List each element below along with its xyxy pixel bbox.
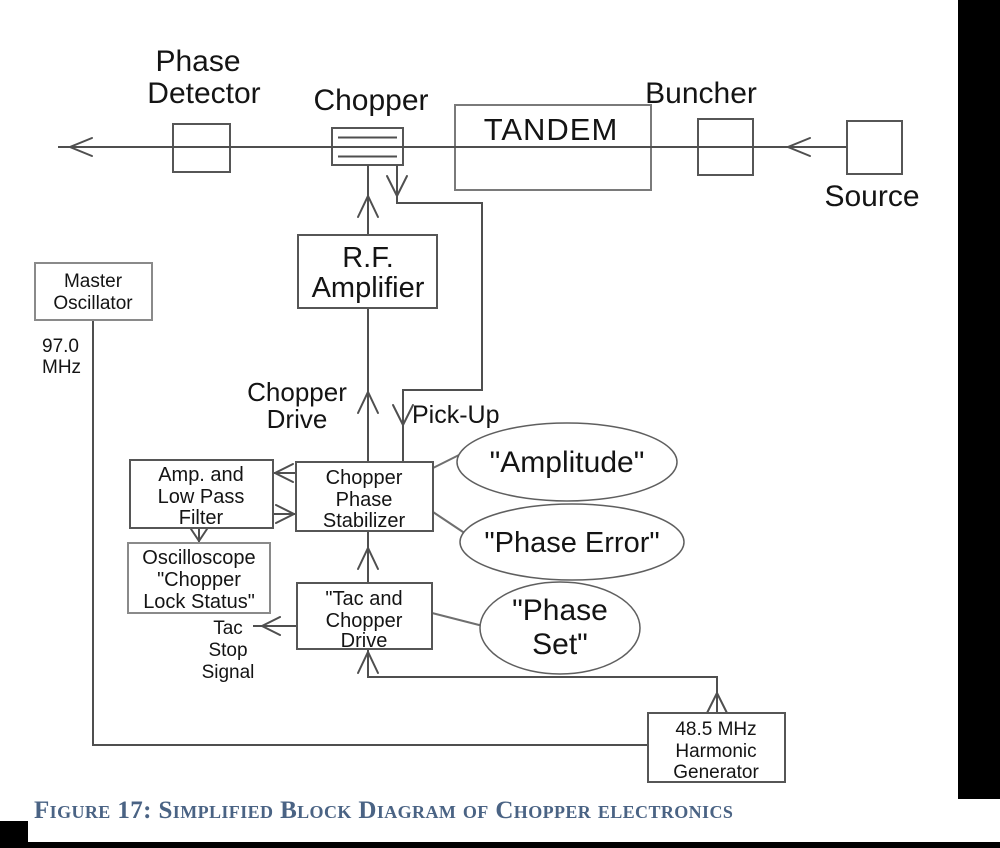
phase-error-ellipse: "Phase Error" <box>459 503 685 581</box>
master-oscillator-label: Oscillator <box>53 293 133 314</box>
chopper-drive-label: Chopper <box>247 377 347 407</box>
phase-error-label: "Phase Error" <box>484 527 659 559</box>
arrowhead-left <box>259 616 281 636</box>
source-label: Source <box>824 180 919 213</box>
oscilloscope-block: Oscilloscope "Chopper Lock Status" <box>127 542 271 614</box>
chopper-phase-stabilizer-label: Stabilizer <box>323 510 406 532</box>
arrowhead-left <box>67 137 93 157</box>
phase-set-ellipse: "Phase Set" <box>479 581 641 675</box>
harmonic-generator-feed <box>357 649 728 714</box>
phase-detector-label: Detector <box>147 77 260 110</box>
amp-low-pass-filter-label: Amp. and <box>158 464 244 486</box>
arrowhead-left <box>272 463 294 483</box>
amplitude-ellipse-shape <box>456 422 678 502</box>
master-frequency-label: 97.0 <box>42 336 79 357</box>
arrowhead-up <box>357 193 379 218</box>
phase-error-ellipse-shape <box>459 503 685 581</box>
tac-stabilizer-link <box>357 531 379 583</box>
tac-and-chopper-drive-box <box>296 582 433 650</box>
source-block <box>846 120 903 175</box>
beamline-labels: Phase Detector Chopper TANDEM Buncher So… <box>147 45 919 213</box>
bottom-black-bar <box>0 842 1000 848</box>
oscilloscope-label: Lock Status" <box>143 591 255 613</box>
harmonic-generator-label: Generator <box>673 762 759 783</box>
pick-up-label: Pick-Up <box>412 401 500 429</box>
filter-oscilloscope-link <box>188 525 210 543</box>
master-oscillator-block: Master Oscillator <box>34 262 153 321</box>
tac-and-chopper-drive-block: "Tac and Chopper Drive <box>296 582 433 652</box>
amp-low-pass-filter-box <box>129 459 274 529</box>
amplitude-ellipse: "Amplitude" <box>456 422 678 502</box>
signal-annotations: 97.0 MHz Chopper Drive Pick-Up Tac Stop … <box>42 336 500 683</box>
arrowhead-down <box>392 404 414 428</box>
right-black-bar <box>958 0 1000 799</box>
amp-low-pass-filter-block: Amp. and Low Pass Filter <box>129 459 274 529</box>
master-frequency-label: MHz <box>42 357 81 378</box>
tac-stop-link <box>253 616 297 636</box>
harmonic-generator-block: 48.5 MHz Harmonic Generator <box>647 712 786 783</box>
pick-up-path <box>386 165 483 462</box>
rf-amplifier-box <box>297 234 438 309</box>
arrowhead-down <box>386 175 408 199</box>
beam-line <box>58 137 847 157</box>
arrowhead-up <box>706 690 728 714</box>
stabilizer-filter-links <box>272 463 297 524</box>
amplitude-label: "Amplitude" <box>490 446 645 479</box>
rf-amplifier-label: Amplifier <box>312 272 425 304</box>
oscilloscope-box <box>127 542 271 614</box>
oscilloscope-label: "Chopper <box>157 569 241 591</box>
oscilloscope-label: Oscilloscope <box>142 547 255 569</box>
master-oscillator-box <box>34 262 153 321</box>
phase-set-ellipse-shape <box>479 581 641 675</box>
chopper-drive-path <box>357 165 379 462</box>
arrowhead-right <box>275 504 297 524</box>
master-oscillator-feed <box>92 320 648 746</box>
arrowhead-up <box>357 389 379 414</box>
amp-low-pass-filter-label: Filter <box>179 507 224 529</box>
phase-set-label: "Phase <box>512 594 608 627</box>
buncher-label: Buncher <box>645 77 757 110</box>
chopper-phase-stabilizer-label: Chopper <box>326 467 403 489</box>
connector-phase-set <box>431 612 484 627</box>
source-box <box>846 120 903 175</box>
arrowhead-down <box>188 525 210 543</box>
phase-set-label: Set" <box>532 628 588 661</box>
chopper-phase-stabilizer-block: Chopper Phase Stabilizer <box>295 461 434 532</box>
rf-amplifier-label: R.F. <box>342 242 394 274</box>
tandem-label: TANDEM <box>484 112 619 147</box>
connector-phase-error <box>432 511 467 535</box>
tac-stop-signal-label: Signal <box>202 662 255 683</box>
chopper-label: Chopper <box>313 84 428 117</box>
tac-and-chopper-drive-label: "Tac and <box>325 588 402 610</box>
chopper-drive-label: Drive <box>267 404 328 434</box>
harmonic-generator-label: Harmonic <box>675 741 756 762</box>
tac-and-chopper-drive-label: Chopper <box>326 610 403 632</box>
master-oscillator-label: Master <box>64 271 123 292</box>
rf-amplifier-block: R.F. Amplifier <box>297 234 438 309</box>
harmonic-generator-box <box>647 712 786 783</box>
chopper-phase-stabilizer-box <box>295 461 434 532</box>
tac-stop-signal-label: Tac <box>213 618 243 639</box>
tac-and-chopper-drive-label: Drive <box>341 630 388 652</box>
arrowhead-up <box>357 545 379 570</box>
amp-low-pass-filter-label: Low Pass <box>158 486 245 508</box>
chopper-phase-stabilizer-label: Phase <box>336 489 393 511</box>
figure-caption: Figure 17: Simplified Block Diagram of C… <box>34 797 734 824</box>
arrowhead-up <box>357 649 379 674</box>
harmonic-generator-label: 48.5 MHz <box>675 719 756 740</box>
wire-segment <box>92 320 648 746</box>
phase-detector-label: Phase <box>155 45 240 78</box>
tac-stop-signal-label: Stop <box>208 640 247 661</box>
arrowhead-left <box>785 137 811 157</box>
